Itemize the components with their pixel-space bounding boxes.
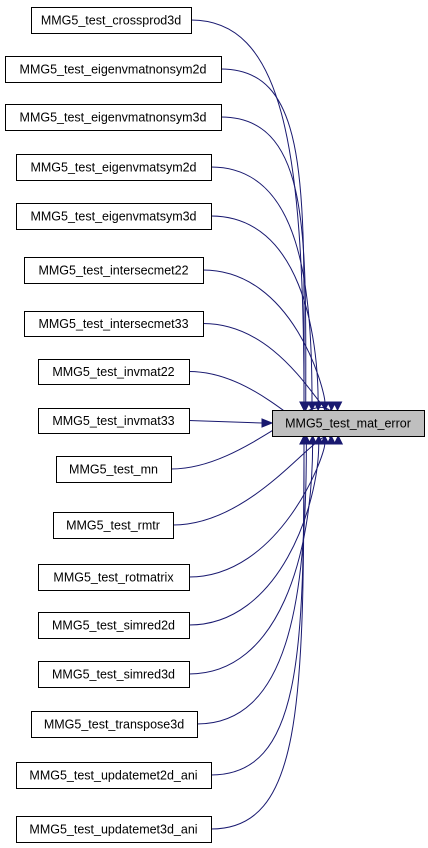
call-edge (210, 443, 305, 830)
node-caller[interactable]: MMG5_test_rotmatrix (38, 564, 190, 591)
node-caller[interactable]: MMG5_test_simred2d (38, 612, 190, 639)
caller-node-label: MMG5_test_rotmatrix (53, 571, 174, 585)
caller-node-label: MMG5_test_invmat33 (52, 414, 174, 428)
caller-node-box (53, 512, 174, 539)
caller-node-label: MMG5_test_crossprod3d (41, 14, 181, 28)
node-caller[interactable]: MMG5_test_invmat33 (38, 408, 190, 434)
caller-node-box (38, 612, 190, 639)
arrowhead (299, 434, 309, 445)
arrowhead (333, 434, 344, 445)
node-caller[interactable]: MMG5_test_rmtr (53, 512, 174, 539)
node-caller[interactable]: MMG5_test_invmat22 (38, 359, 190, 385)
caller-node-label: MMG5_test_eigenvmatnonsym2d (20, 63, 207, 77)
call-edge (190, 19, 305, 403)
call-edge (202, 269, 326, 403)
call-graph-nodes: MMG5_test_crossprod3dMMG5_test_eigenvmat… (5, 7, 425, 843)
caller-node-box (24, 257, 204, 284)
node-caller[interactable]: MMG5_test_eigenvmatsym3d (16, 203, 212, 230)
caller-node-box (38, 661, 190, 688)
arrowhead (300, 401, 311, 412)
call-edge (220, 116, 307, 403)
caller-node-label: MMG5_test_eigenvmatsym2d (30, 161, 196, 175)
caller-node-label: MMG5_test_transpose3d (44, 718, 184, 732)
caller-node-box (56, 456, 172, 483)
call-edge (188, 420, 263, 424)
caller-node-box (31, 711, 198, 738)
arrowhead (313, 401, 323, 412)
caller-node-box (16, 154, 212, 181)
caller-node-box (5, 104, 222, 131)
node-caller[interactable]: MMG5_test_simred3d (38, 661, 190, 688)
target-node-label: MMG5_test_mat_error (285, 417, 411, 431)
caller-node-box (16, 203, 212, 230)
node-caller[interactable]: MMG5_test_eigenvmatnonsym2d (5, 56, 222, 83)
node-target[interactable]: MMG5_test_mat_error (272, 410, 425, 437)
node-caller[interactable]: MMG5_test_intersecmet22 (24, 257, 204, 284)
arrowhead (261, 418, 274, 428)
arrowhead (319, 434, 330, 445)
caller-node-box (5, 56, 222, 83)
node-caller[interactable]: MMG5_test_mn (56, 456, 172, 483)
caller-node-label: MMG5_test_simred2d (52, 619, 175, 633)
caller-node-box (16, 816, 212, 843)
caller-node-box (38, 564, 190, 591)
node-caller[interactable]: MMG5_test_crossprod3d (31, 7, 192, 34)
caller-node-label: MMG5_test_intersecmet22 (38, 264, 188, 278)
node-caller[interactable]: MMG5_test_updatemet2d_ani (16, 762, 212, 789)
arrowhead (326, 401, 337, 412)
node-caller[interactable]: MMG5_test_intersecmet33 (24, 311, 204, 337)
call-edge (196, 443, 307, 725)
arrowhead (307, 401, 317, 412)
caller-node-box (16, 762, 212, 789)
caller-node-label: MMG5_test_updatemet3d_ani (29, 823, 197, 837)
arrowhead (332, 401, 343, 412)
caller-node-label: MMG5_test_simred3d (52, 668, 175, 682)
caller-node-label: MMG5_test_rmtr (66, 519, 160, 533)
call-edge (210, 443, 305, 776)
arrowhead (313, 434, 324, 445)
caller-node-label: MMG5_test_eigenvmatnonsym3d (20, 111, 207, 125)
target-node-box (272, 410, 425, 437)
arrowhead (307, 434, 318, 445)
caller-node-label: MMG5_test_intersecmet33 (38, 317, 188, 331)
caller-node-box (31, 7, 192, 34)
call-edge (220, 68, 305, 403)
caller-node-box (24, 311, 204, 337)
arrowhead (326, 434, 337, 445)
caller-node-label: MMG5_test_eigenvmatsym3d (30, 210, 196, 224)
node-caller[interactable]: MMG5_test_transpose3d (31, 711, 198, 738)
node-caller[interactable]: MMG5_test_eigenvmatsym2d (16, 154, 212, 181)
node-caller[interactable]: MMG5_test_updatemet3d_ani (16, 816, 212, 843)
caller-node-label: MMG5_test_invmat22 (52, 365, 174, 379)
call-edge (188, 443, 326, 578)
call-edge (188, 443, 320, 626)
caller-node-box (38, 408, 190, 434)
call-edge (188, 443, 314, 675)
call-edge (210, 215, 319, 403)
caller-node-label: MMG5_test_mn (69, 463, 158, 477)
node-caller[interactable]: MMG5_test_eigenvmatnonsym3d (5, 104, 222, 131)
caller-node-box (38, 359, 190, 385)
caller-node-label: MMG5_test_updatemet2d_ani (29, 769, 197, 783)
